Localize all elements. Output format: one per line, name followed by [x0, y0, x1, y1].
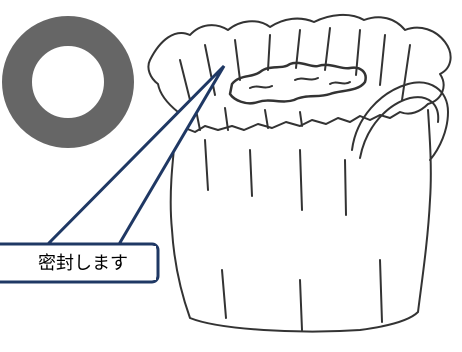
sealed-bag-drawing: [147, 14, 452, 333]
bag-handle: [351, 81, 449, 161]
bag-opening-ruffle: [147, 14, 452, 133]
callout-label: 密封します: [38, 253, 128, 274]
ok-circle-mark-icon: [2, 16, 134, 148]
callout-pointer: [44, 64, 226, 248]
bag-contents: [228, 61, 367, 105]
bag-body: [169, 109, 432, 333]
